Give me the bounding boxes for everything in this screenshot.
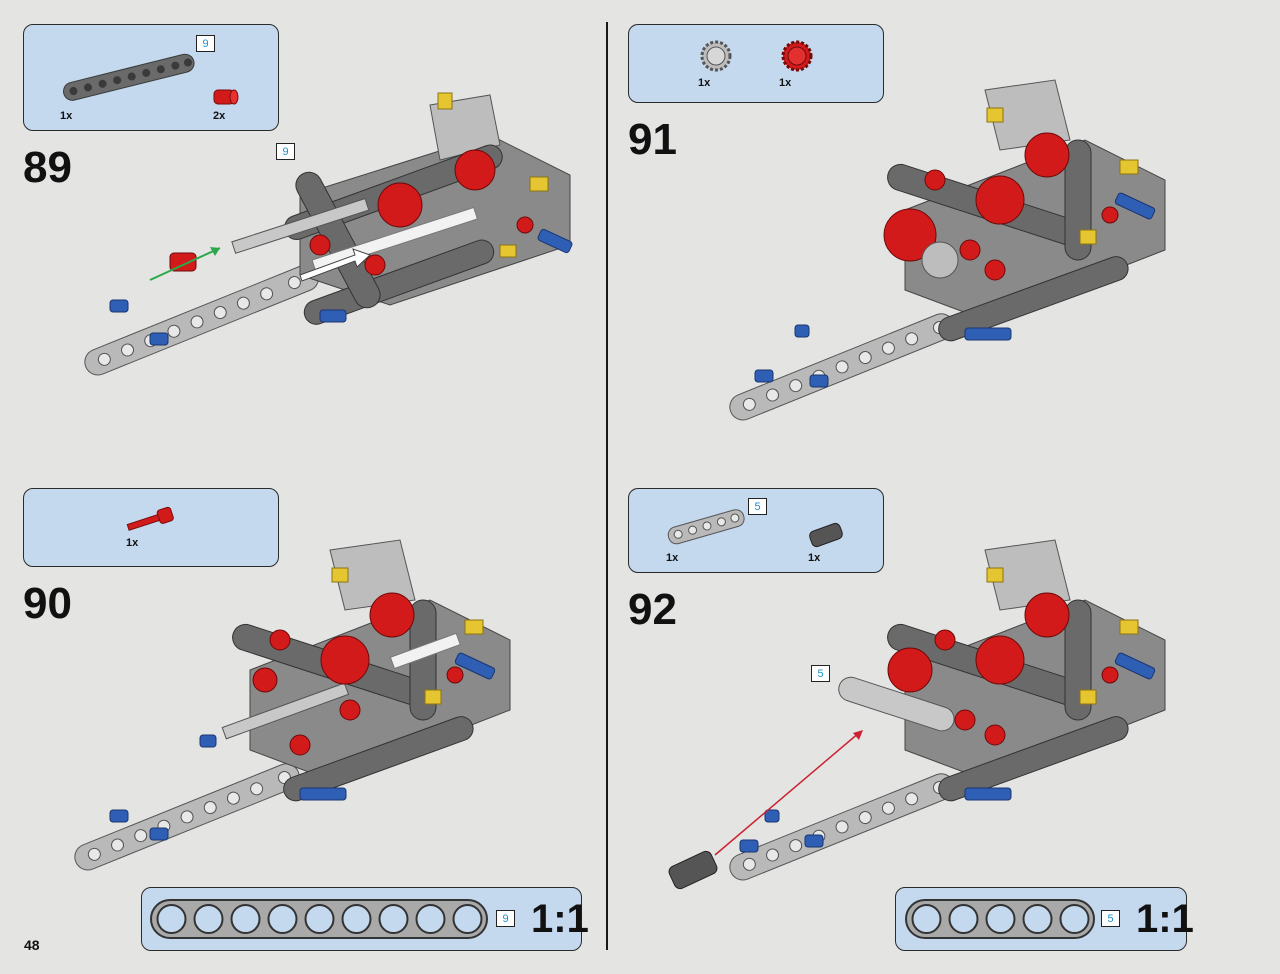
scale-label: 1:1 xyxy=(531,897,589,941)
scale-beam-hole xyxy=(1059,904,1090,934)
scale-beam-hole xyxy=(267,904,298,934)
gray-gear-part-icon xyxy=(700,40,732,72)
part-length-badge: 9 xyxy=(196,35,215,52)
scale-beam-hole xyxy=(378,904,409,934)
scale-beam-9 xyxy=(150,899,488,939)
scale-beam-hole xyxy=(341,904,372,934)
part-qty: 1x xyxy=(779,77,792,89)
scale-beam-5 xyxy=(905,899,1095,939)
model-assembly-step-89 xyxy=(84,92,573,376)
scale-beam-hole xyxy=(156,904,187,934)
part-qty: 1x xyxy=(666,552,679,564)
scale-beam-hole xyxy=(304,904,335,934)
red-gear-part-icon xyxy=(781,40,813,72)
part-qty: 1x xyxy=(698,77,711,89)
step-number: 92 xyxy=(628,585,677,634)
step-number: 89 xyxy=(23,143,72,192)
scale-length-badge: 5 xyxy=(1101,910,1120,927)
scale-beam-hole xyxy=(1022,904,1053,934)
part-qty: 1x xyxy=(808,552,821,564)
part-length-badge: 5 xyxy=(748,498,767,515)
part-qty: 1x xyxy=(60,110,73,122)
model-assembly-step-90 xyxy=(74,539,511,871)
part-qty: 2x xyxy=(213,110,226,122)
page-divider xyxy=(606,22,608,950)
scale-label: 1:1 xyxy=(1136,897,1194,941)
model-assembly-step-91 xyxy=(729,79,1166,421)
parts-callout-step-90 xyxy=(23,488,279,567)
beam-9-part-icon xyxy=(63,53,195,101)
red-axle-pin-part-icon xyxy=(126,506,174,531)
scale-length-badge: 9 xyxy=(496,910,515,927)
red-bushing-part-icon xyxy=(213,89,239,105)
step-number: 91 xyxy=(628,115,677,164)
dark-connector-part-icon xyxy=(809,522,843,548)
step-number: 90 xyxy=(23,579,72,628)
scale-beam-hole xyxy=(985,904,1016,934)
scale-beam-hole xyxy=(230,904,261,934)
model-assembly-step-92 xyxy=(668,539,1166,890)
scale-beam-hole xyxy=(911,904,942,934)
parts-callout-step-91 xyxy=(628,24,884,103)
part-qty: 1x xyxy=(126,537,139,549)
page-number: 48 xyxy=(24,937,40,953)
model-length-badge: 9 xyxy=(276,143,295,160)
scale-beam-hole xyxy=(193,904,224,934)
scale-beam-hole xyxy=(452,904,483,934)
beam-5-part-icon xyxy=(667,509,745,545)
scale-beam-hole xyxy=(415,904,446,934)
model-length-badge: 5 xyxy=(811,665,830,682)
scale-beam-hole xyxy=(948,904,979,934)
